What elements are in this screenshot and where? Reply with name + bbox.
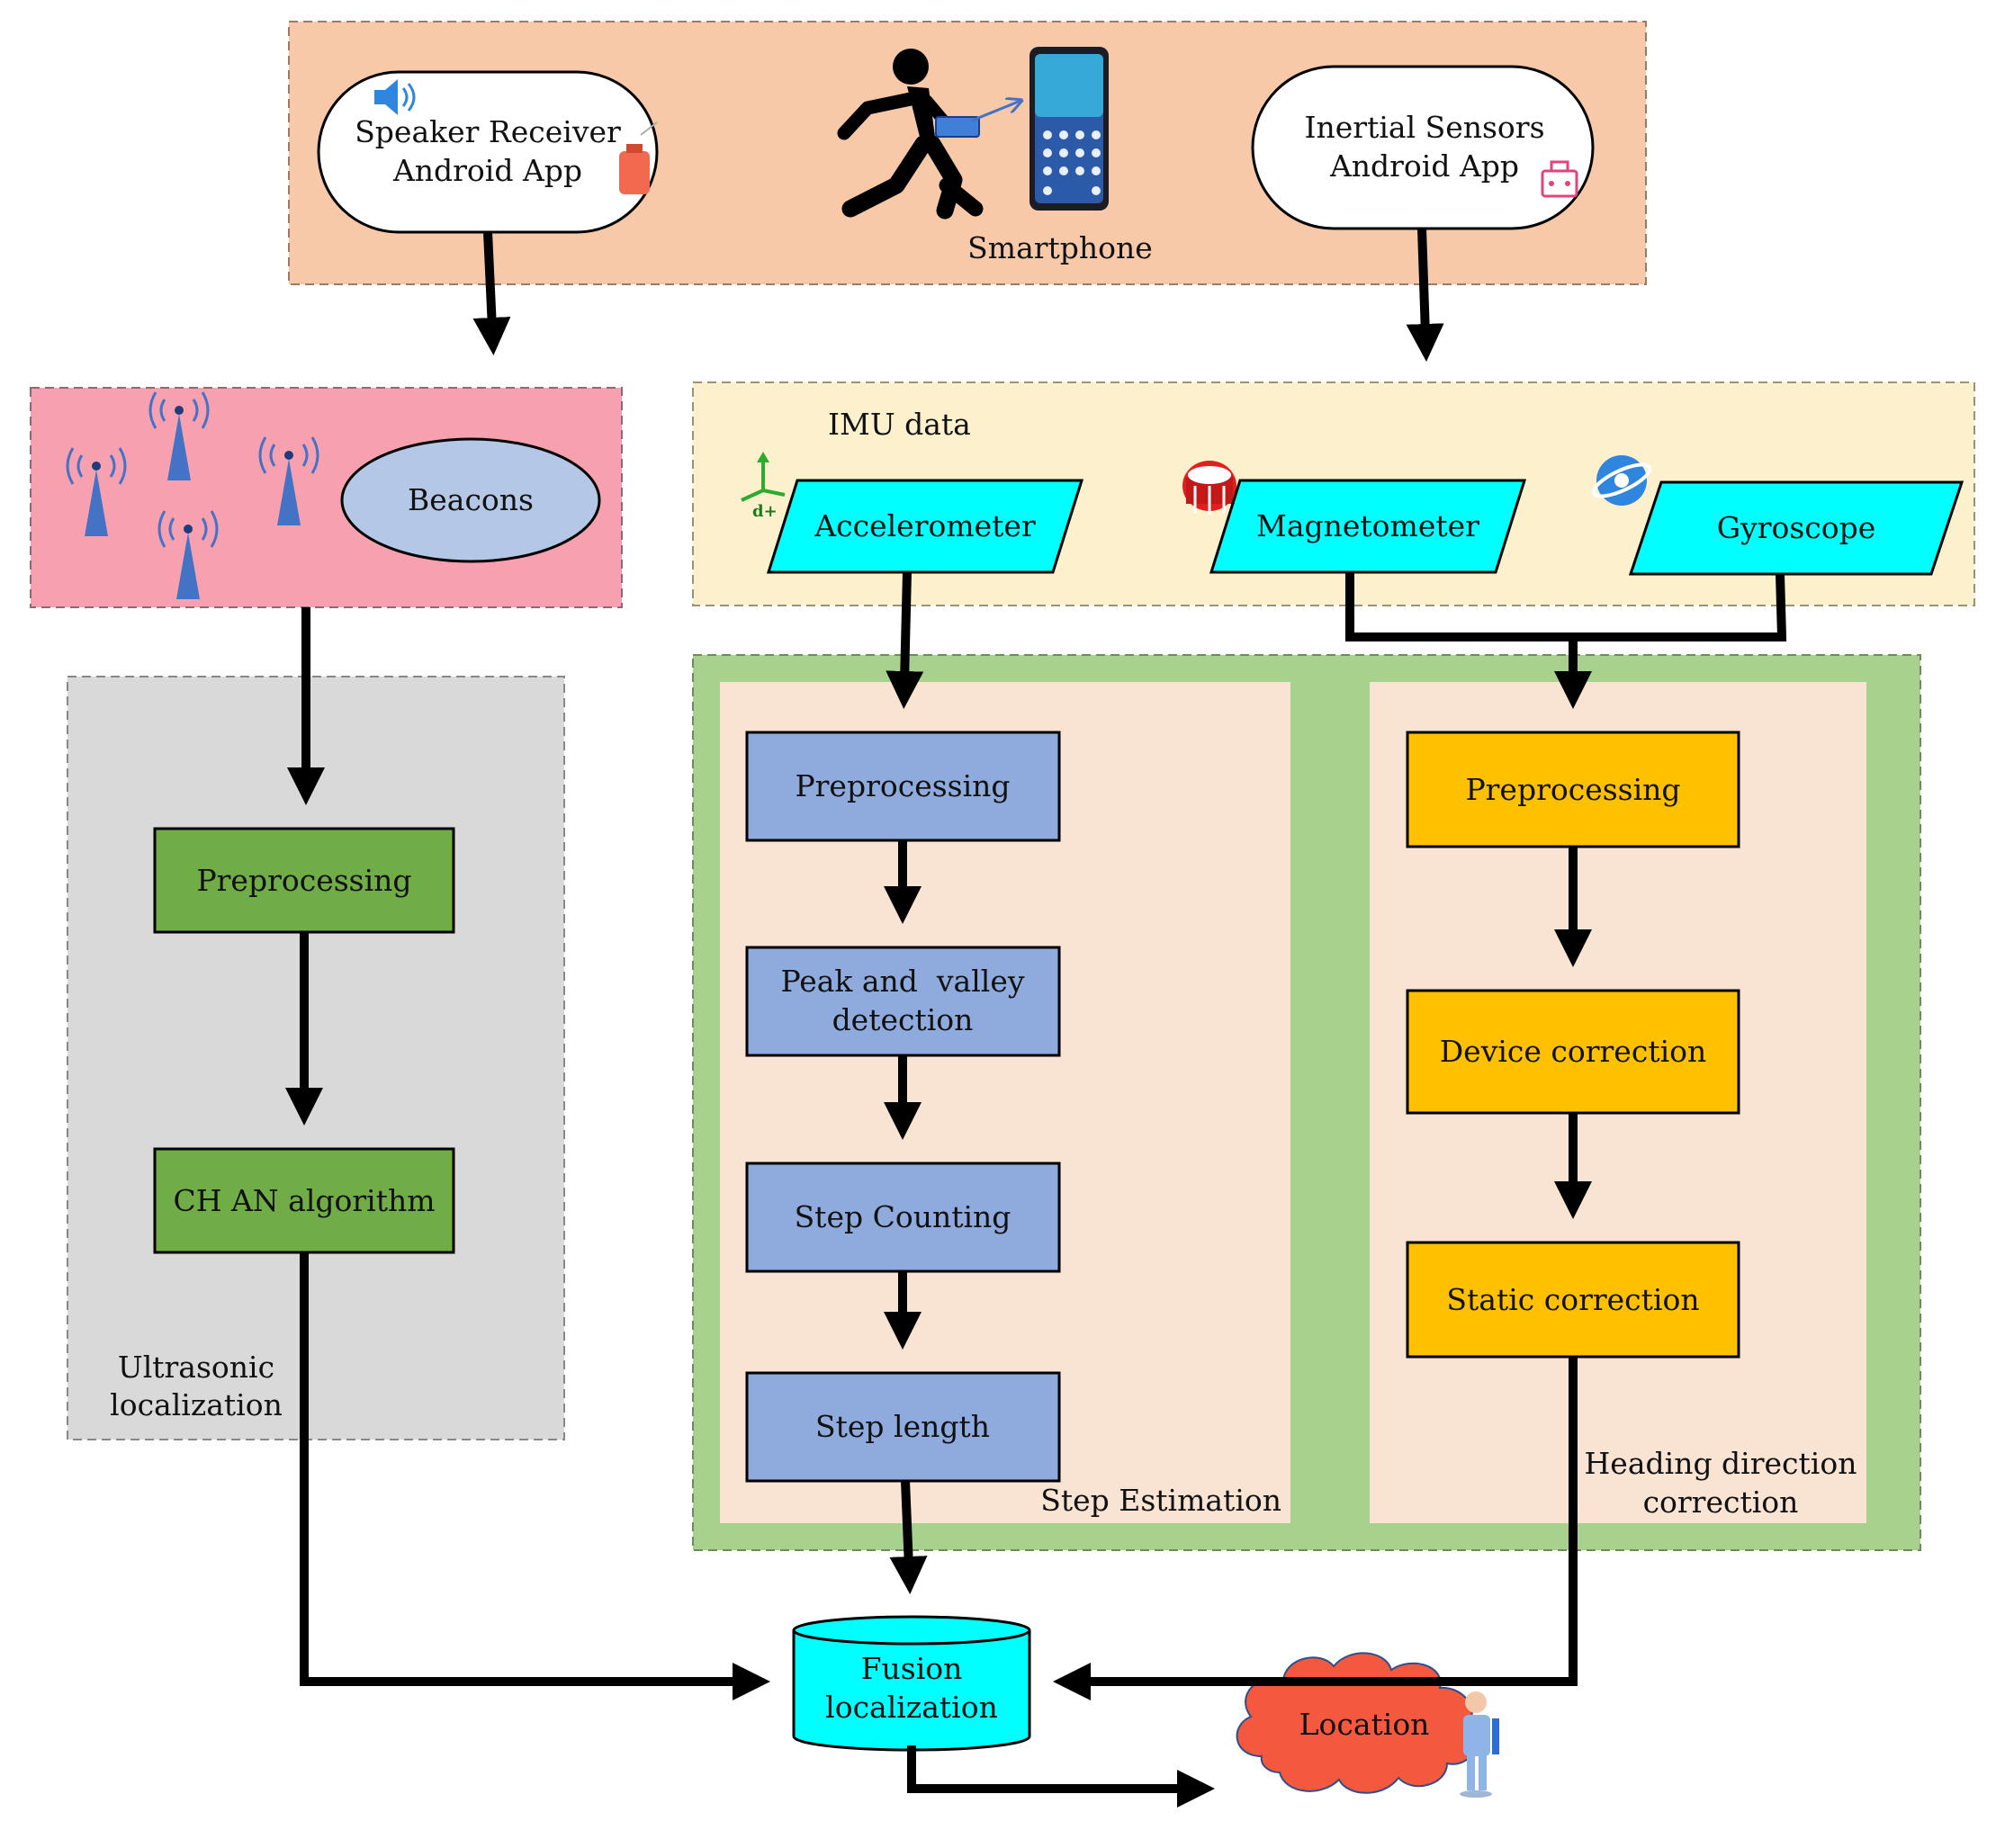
fusion-localization-cylinder <box>792 1615 1031 1752</box>
imu-data-title: IMU data <box>828 407 971 442</box>
inertial-to-imu-arrow <box>1406 228 1444 362</box>
static-correction-box <box>1406 1241 1740 1359</box>
peak-valley-line2: detection <box>832 1002 974 1037</box>
gyroscope-icon <box>1591 455 1652 506</box>
speaker-app-line1: Speaker Receiver <box>355 114 621 149</box>
ultrasonic-preprocessing-label: Preprocessing <box>196 863 411 898</box>
beacon-tower-icon <box>148 391 210 480</box>
heading-caption-line1: Heading direction <box>1585 1446 1857 1481</box>
heading-caption-line2: correction <box>1643 1485 1799 1520</box>
accelerometer-parallelogram <box>766 479 1084 574</box>
receiver-device-icon <box>619 121 658 194</box>
step-preprocessing-label: Preprocessing <box>795 768 1010 803</box>
speaker-receiver-app-pill <box>317 70 659 234</box>
heading-preprocessing-box <box>1406 731 1740 848</box>
smartphone-icon <box>1029 47 1109 211</box>
user-figure-icon <box>1460 1691 1499 1798</box>
speaker-icon <box>374 79 416 115</box>
svg-text:d+: d+ <box>752 502 778 521</box>
smartphone-label: Smartphone <box>967 230 1153 265</box>
step-length-box <box>745 1371 1061 1483</box>
accelerometer-label: Accelerometer <box>814 508 1036 543</box>
beacons-label: Beacons <box>408 482 534 517</box>
device-correction-label: Device correction <box>1440 1034 1707 1069</box>
beacon-tower-icon <box>157 510 219 599</box>
speaker-to-beacons-arrow <box>472 231 511 355</box>
sensor-toolbox-icon <box>1541 160 1578 198</box>
location-label: Location <box>1299 1707 1430 1742</box>
magnetometer-gyroscope-merge-line <box>1345 572 1787 641</box>
handheld-phone-icon <box>935 116 980 138</box>
fusion-line2: localization <box>825 1690 998 1725</box>
accelerometer-to-preprocessing-arrow <box>886 571 924 709</box>
phone-pointer-arrow <box>971 101 1020 122</box>
step-estimation-caption: Step Estimation <box>1040 1483 1281 1518</box>
magnetometer-icon <box>1182 461 1236 515</box>
chan-to-fusion-arrow <box>300 1252 770 1701</box>
static-correction-label: Static correction <box>1446 1282 1699 1317</box>
beacons-ellipse <box>340 437 601 563</box>
chan-algorithm-box <box>153 1147 455 1254</box>
length-to-fusion-arrow <box>889 1480 928 1594</box>
gyroscope-label: Gyroscope <box>1717 510 1876 545</box>
fusion-to-location-arrow <box>907 1745 1215 1808</box>
fusion-line1: Fusion <box>861 1651 963 1686</box>
accelerometer-axes-icon: d+ <box>741 452 786 521</box>
inertial-app-line1: Inertial Sensors <box>1304 110 1544 145</box>
static-to-fusion-arrow <box>1053 1357 1578 1700</box>
ultrasonic-caption-line2: localization <box>110 1387 283 1422</box>
ultrasonic-panel <box>67 676 565 1440</box>
chan-algorithm-label: CH AN algorithm <box>173 1183 435 1218</box>
inertial-sensors-app-pill <box>1251 65 1595 230</box>
step-counting-label: Step Counting <box>795 1199 1011 1234</box>
connector-lines <box>284 228 1787 1808</box>
magnetometer-label: Magnetometer <box>1256 508 1479 543</box>
magnetometer-parallelogram <box>1209 479 1527 574</box>
beacon-tower-icon <box>66 447 127 536</box>
speaker-app-line2: Android App <box>392 153 582 188</box>
gyroscope-parallelogram <box>1628 480 1965 576</box>
ultrasonic-caption-line1: Ultrasonic <box>118 1350 274 1385</box>
beacon-tower-icon <box>258 436 319 525</box>
peak-valley-line1: Peak and valley <box>780 964 1024 999</box>
inertial-app-line2: Android App <box>1329 148 1519 184</box>
step-length-label: Step length <box>815 1409 990 1444</box>
heading-preprocessing-label: Preprocessing <box>1465 772 1680 807</box>
